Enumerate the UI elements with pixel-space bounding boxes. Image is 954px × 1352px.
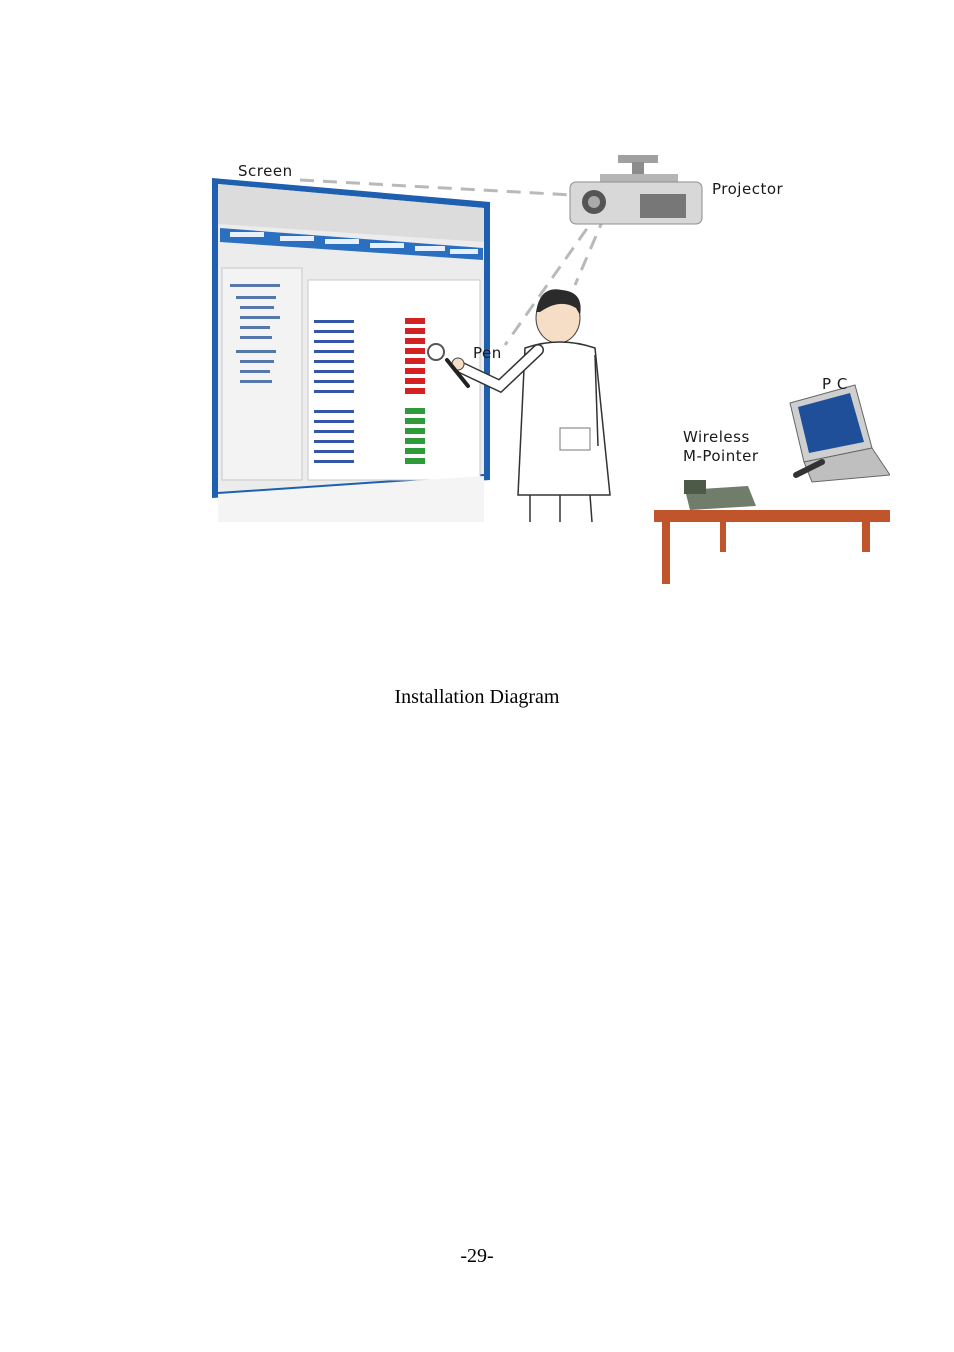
wireless-label-line2: M-Pointer (683, 447, 759, 465)
projection-lines (299, 178, 607, 346)
projector-illustration (569, 155, 703, 225)
presenter-illustration (427, 289, 611, 523)
figure-caption: Installation Diagram (394, 686, 560, 708)
wireless-label-line1: Wireless (683, 428, 750, 446)
screen-label: Screen (238, 162, 293, 180)
page-number: -29- (460, 1245, 494, 1267)
pc-label: P C (822, 375, 848, 393)
projector-label: Projector (712, 180, 784, 198)
installation-illustration (212, 155, 890, 584)
desk-illustration (654, 384, 890, 584)
pen-label: Pen (473, 344, 502, 362)
screen-illustration (212, 178, 490, 522)
installation-diagram-figure: Screen Projector Pen P C Wireless M-Poin… (200, 150, 890, 590)
